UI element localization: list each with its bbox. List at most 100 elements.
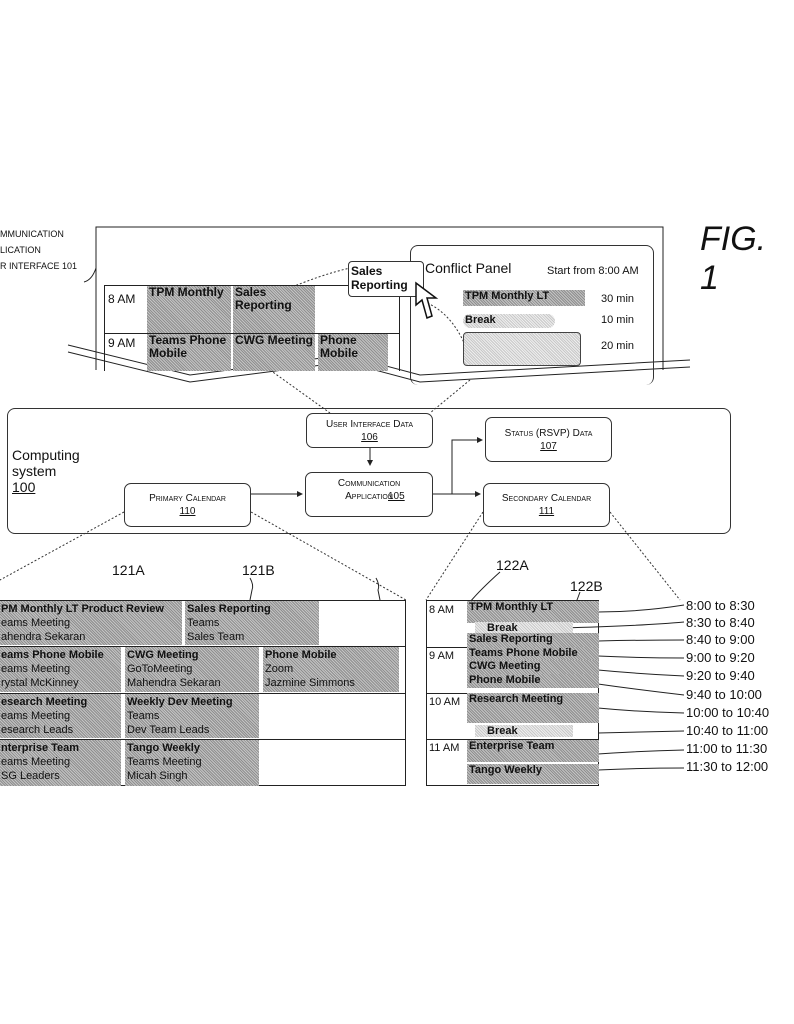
calendar-event[interactable]: Break: [475, 725, 573, 737]
box-label: Primary Calendar: [149, 493, 226, 504]
ui-ref-label: MMUNICATION LICATION R INTERFACE 101: [0, 226, 77, 274]
calendar-event[interactable]: TPM Monthly: [147, 286, 231, 333]
drop-slot[interactable]: [463, 332, 581, 366]
box-ref: 105: [388, 491, 405, 502]
time-label: 8 AM: [108, 292, 136, 306]
calendar-event[interactable]: TPM Monthly LT: [467, 601, 599, 623]
event-detail: ahendra Sekaran: [1, 631, 86, 643]
event-detail: Dev Team Leads: [127, 724, 210, 736]
time-label: 9 AM: [108, 336, 136, 350]
event-detail: Jazmine Simmons: [265, 677, 355, 689]
event-detail: eams Meeting: [1, 617, 71, 629]
box-label: Secondary Calendar: [501, 493, 592, 504]
box-label: Communication Application: [337, 478, 401, 502]
row-divider: [0, 646, 405, 647]
event-detail: esearch Leads: [1, 724, 74, 736]
calendar-event[interactable]: Teams Phone Mobile: [467, 647, 599, 661]
conflict-panel: Conflict Panel Start from 8:00 AM TPM Mo…: [410, 245, 654, 385]
time-range: 8:40 to 9:00: [686, 632, 755, 647]
ref-121b: 121B: [242, 562, 275, 578]
event-title: Phone Mobile: [265, 649, 337, 661]
event-detail: Teams: [127, 710, 160, 722]
calendar-event[interactable]: nterprise Team eams Meeting SG Leaders: [0, 740, 121, 786]
event-title: Weekly Dev Meeting: [127, 696, 233, 708]
calendar-event[interactable]: Sales Reporting: [467, 633, 599, 647]
calendar-event[interactable]: CWG Meeting: [233, 334, 315, 371]
ref-122b: 122B: [570, 578, 603, 594]
box-label: User Interface Data: [325, 419, 414, 430]
hour-label: 10 AM: [429, 696, 461, 708]
box-ref: 111: [538, 506, 555, 517]
system-label: Computing system: [12, 447, 80, 479]
calendar-event[interactable]: Sales Reporting: [233, 286, 315, 333]
calendar-event[interactable]: Phone Mobile: [318, 334, 388, 371]
drag-popup[interactable]: Sales Reporting: [348, 261, 424, 297]
box-ref: 110: [179, 506, 196, 517]
event-title: Sales Reporting: [187, 603, 271, 615]
time-range: 9:40 to 10:00: [686, 687, 762, 702]
secondary-calendar-box: Secondary Calendar 111: [483, 483, 610, 527]
calendar-event[interactable]: Teams Phone Mobile: [147, 334, 231, 371]
ui-data-box: User Interface Data 106: [306, 413, 433, 448]
primary-calendar-box: Primary Calendar 110: [124, 483, 251, 527]
calendar-event[interactable]: CWG Meeting: [467, 660, 599, 674]
figure-label: FIG. 1: [700, 220, 767, 297]
event-detail: rystal McKinney: [1, 677, 79, 689]
conflict-item[interactable]: TPM Monthly LT: [463, 290, 585, 306]
hour-label: 8 AM: [429, 604, 455, 616]
event-detail: Micah Singh: [127, 770, 188, 782]
calendar-event[interactable]: Enterprise Team: [467, 740, 599, 762]
system-ref: 100: [12, 479, 36, 495]
event-title: Tango Weekly: [127, 742, 200, 754]
duration: 20 min: [601, 340, 635, 352]
event-detail: Mahendra Sekaran: [127, 677, 221, 689]
ref-121a: 121A: [112, 562, 145, 578]
event-detail: SG Leaders: [1, 770, 60, 782]
event-title: CWG Meeting: [127, 649, 199, 661]
event-detail: Sales Team: [187, 631, 245, 643]
duration: 10 min: [601, 314, 635, 326]
time-range: 11:30 to 12:00: [686, 759, 769, 774]
ref-122a: 122A: [496, 557, 529, 573]
ui-ref-line: LICATION: [0, 245, 41, 255]
ui-calendar: 8 AM 9 AM TPM Monthly Sales Reporting Te…: [104, 285, 400, 371]
calendar-event[interactable]: Research Meeting: [467, 693, 599, 723]
time-range: 9:20 to 9:40: [686, 668, 755, 683]
event-detail: eams Meeting: [1, 756, 71, 768]
row-divider: [0, 693, 405, 694]
event-title: eams Phone Mobile: [1, 649, 104, 661]
calendar-event[interactable]: Phone Mobile: [467, 674, 599, 688]
time-range: 11:00 to 11:30: [686, 741, 768, 756]
event-detail: Teams Meeting: [127, 756, 202, 768]
time-range: 10:40 to 11:00: [686, 723, 769, 738]
ui-ref-line: R INTERFACE 101: [0, 261, 78, 271]
box-label: Status (RSVP) Data: [504, 428, 593, 439]
conflict-item[interactable]: Break: [463, 314, 555, 328]
row-divider: [427, 739, 598, 740]
time-range: 8:00 to 8:30: [686, 598, 755, 613]
hour-label: 9 AM: [429, 650, 455, 662]
duration: 30 min: [601, 293, 635, 305]
row-divider: [0, 739, 405, 740]
box-ref: 106: [361, 432, 378, 443]
calendar-event[interactable]: Tango Weekly: [467, 764, 599, 784]
event-title: nterprise Team: [1, 742, 80, 754]
computing-system: [7, 408, 731, 534]
time-range: 8:30 to 8:40: [686, 615, 755, 630]
time-range: 10:00 to 10:40: [686, 705, 770, 720]
event-detail: Teams: [187, 617, 220, 629]
